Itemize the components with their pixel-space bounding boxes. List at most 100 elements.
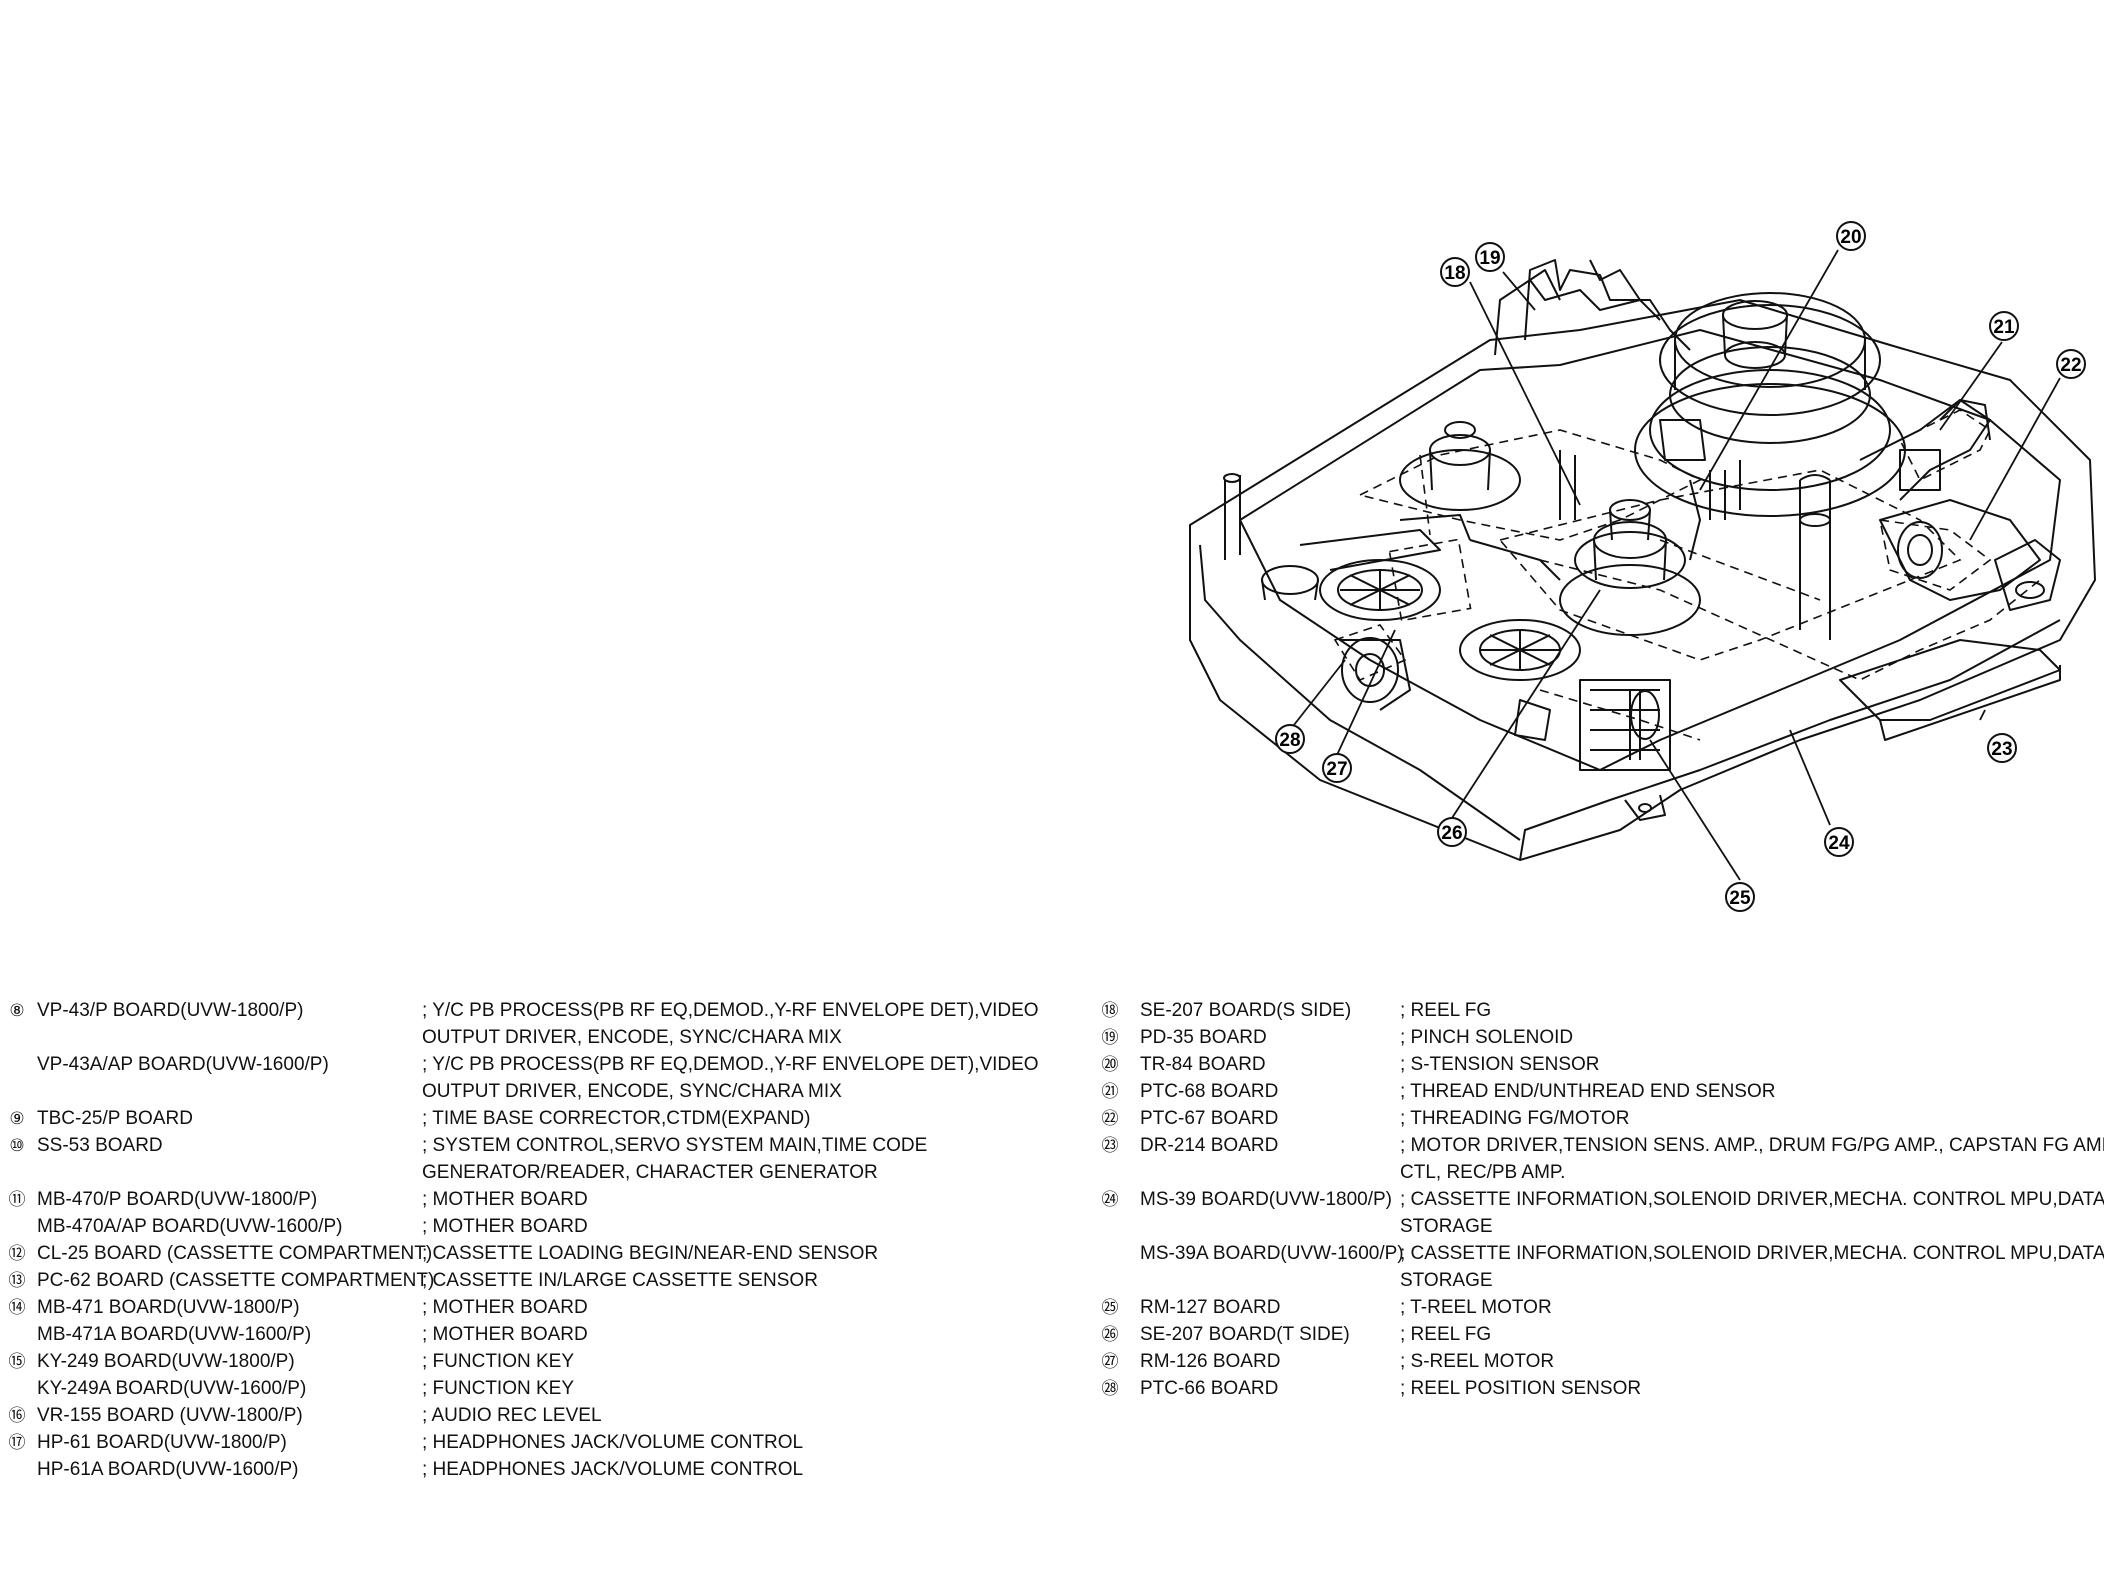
board-name: PC-62 BOARD (CASSETTE COMPARTMENT) (37, 1270, 435, 1291)
chassis-drawing (1189, 259, 2096, 861)
callout-20: 20 (1836, 221, 1866, 251)
legend-number: ⑰ (8, 1433, 26, 1452)
board-name: MB-471A BOARD(UVW-1600/P) (37, 1324, 312, 1345)
legend-number: ㉔ (1101, 1190, 1119, 1209)
board-name: VP-43A/AP BOARD(UVW-1600/P) (37, 1054, 329, 1075)
board-description: CTL, REC/PB AMP. (1400, 1162, 1566, 1183)
board-description: ; MOTOR DRIVER,TENSION SENS. AMP., DRUM … (1400, 1135, 2104, 1156)
svg-text:27: 27 (1326, 759, 1347, 780)
svg-text:23: 23 (1991, 739, 2012, 760)
board-description: ; S-TENSION SENSOR (1400, 1054, 1600, 1075)
legend-row: GENERATOR/READER, CHARACTER GENERATOR (0, 1159, 1060, 1186)
board-description: ; CASSETTE INFORMATION,SOLENOID DRIVER,M… (1400, 1189, 2104, 1210)
board-name: RM-127 BOARD (1140, 1297, 1281, 1318)
board-name: MS-39A BOARD(UVW-1600/P) (1140, 1243, 1404, 1264)
leader-lines (1289, 249, 2061, 881)
board-description: STORAGE (1400, 1216, 1493, 1237)
legend-number: ⑱ (1101, 1001, 1119, 1020)
callout-26: 26 (1437, 817, 1467, 847)
legend-number: ⑫ (8, 1244, 26, 1263)
legend-row: OUTPUT DRIVER, ENCODE, SYNC/CHARA MIX (0, 1078, 1060, 1105)
legend-row: ⑮ KY-249 BOARD(UVW-1800/P) ; FUNCTION KEY (0, 1348, 1060, 1375)
board-name: KY-249A BOARD(UVW-1600/P) (37, 1378, 307, 1399)
callout-21: 21 (1989, 311, 2019, 341)
legend-number: ⑭ (8, 1298, 26, 1317)
legend-number: ㉖ (1101, 1325, 1119, 1344)
board-description: ; HEADPHONES JACK/VOLUME CONTROL (422, 1459, 804, 1480)
legend-number: ⑪ (8, 1190, 26, 1209)
board-description: ; FUNCTION KEY (422, 1378, 575, 1399)
legend-row: ⑪ MB-470/P BOARD(UVW-1800/P) ; MOTHER BOAR… (0, 1186, 1060, 1213)
svg-text:26: 26 (1441, 823, 1462, 844)
board-name: MB-470/P BOARD(UVW-1800/P) (37, 1189, 318, 1210)
legend-row: ⑩ SS-53 BOARD ; SYSTEM CONTROL,SERVO SYSTE… (0, 1132, 1060, 1159)
callouts: 18 19 20 21 22 23 24 25 (1275, 221, 2086, 912)
board-name: MB-470A/AP BOARD(UVW-1600/P) (37, 1216, 343, 1237)
board-description: ; REEL POSITION SENSOR (1400, 1378, 1642, 1399)
board-description: ; Y/C PB PROCESS(PB RF EQ,DEMOD.,Y-RF EN… (422, 1054, 1039, 1075)
board-name: KY-249 BOARD(UVW-1800/P) (37, 1351, 295, 1372)
board-description: ; SYSTEM CONTROL,SERVO SYSTEM MAIN,TIME … (422, 1135, 928, 1156)
legend-number: ⑬ (8, 1271, 26, 1290)
svg-text:24: 24 (1828, 833, 1850, 854)
board-description: ; T-REEL MOTOR (1400, 1297, 1552, 1318)
legend-row: MB-470A/AP BOARD(UVW-1600/P); MOTHER BOA… (0, 1213, 1060, 1240)
board-description: ; THREADING FG/MOTOR (1400, 1108, 1630, 1129)
legend-row: STORAGE (1095, 1213, 2100, 1240)
mechanism-diagram: 18 19 20 21 22 23 24 25 (1189, 221, 2096, 912)
board-description: ; S-REEL MOTOR (1400, 1351, 1555, 1372)
board-description: ; TIME BASE CORRECTOR,CTDM(EXPAND) (422, 1108, 811, 1129)
board-description: ; HEADPHONES JACK/VOLUME CONTROL (422, 1432, 804, 1453)
legend-row: VP-43A/AP BOARD(UVW-1600/P) ; Y/C PB PROC… (0, 1051, 1060, 1078)
board-description: ; CASSETTE LOADING BEGIN/NEAR-END SENSOR (422, 1243, 879, 1264)
board-description: STORAGE (1400, 1270, 1493, 1291)
board-description: ; CASSETTE INFORMATION,SOLENOID DRIVER,M… (1400, 1243, 2104, 1264)
board-name: CL-25 BOARD (CASSETTE COMPARTMENT) (37, 1243, 433, 1264)
board-name: VR-155 BOARD (UVW-1800/P) (37, 1405, 303, 1426)
legend-row: STORAGE (1095, 1267, 2100, 1294)
legend-row: ⑨ TBC-25/P BOARD ; TIME BASE CORRECTOR,CTD… (0, 1105, 1060, 1132)
board-name: SS-53 BOARD (37, 1135, 163, 1156)
board-name: MS-39 BOARD(UVW-1800/P) (1140, 1189, 1392, 1210)
legend-row: KY-249A BOARD(UVW-1600/P) ; FUNCTION KEY (0, 1375, 1060, 1402)
legend-row: MB-471A BOARD(UVW-1600/P); MOTHER BOARD (0, 1321, 1060, 1348)
legend-row: CTL, REC/PB AMP. (1095, 1159, 2100, 1186)
legend-number: ⑮ (8, 1352, 26, 1371)
legend-number: ㉑ (1101, 1082, 1119, 1101)
legend-number: ㉗ (1101, 1352, 1119, 1371)
legend-row: MS-39A BOARD(UVW-1600/P); CASSETTE INFOR… (1095, 1240, 2104, 1267)
svg-text:22: 22 (2060, 355, 2081, 376)
callout-28: 28 (1275, 724, 1305, 754)
legend-row: ⑫ CL-25 BOARD (CASSETTE COMPARTMENT); CAS… (0, 1240, 1060, 1267)
board-name: DR-214 BOARD (1140, 1135, 1279, 1156)
legend-number: ㉕ (1101, 1298, 1119, 1317)
legend-number: ⑳ (1101, 1055, 1119, 1074)
board-name: TBC-25/P BOARD (37, 1108, 193, 1129)
legend-number: ㉓ (1101, 1136, 1119, 1155)
board-name: MB-471 BOARD(UVW-1800/P) (37, 1297, 300, 1318)
callout-19: 19 (1475, 242, 1505, 272)
board-description: ; FUNCTION KEY (422, 1351, 575, 1372)
board-description: ; MOTHER BOARD (422, 1189, 588, 1210)
board-name: PTC-66 BOARD (1140, 1378, 1279, 1399)
callout-18: 18 (1440, 257, 1470, 287)
svg-text:18: 18 (1444, 263, 1465, 284)
legend-number: ⑨ (9, 1109, 25, 1128)
board-name: RM-126 BOARD (1140, 1351, 1281, 1372)
board-outlines (1333, 409, 2041, 741)
svg-text:21: 21 (1993, 317, 2015, 338)
legend-row: ㉗ RM-126 BOARD ; S-REEL MOTOR (1095, 1348, 2100, 1375)
legend-number: ⑩ (9, 1136, 25, 1155)
board-description: ; CASSETTE IN/LARGE CASSETTE SENSOR (422, 1270, 818, 1291)
board-name: PTC-68 BOARD (1140, 1081, 1279, 1102)
callout-24: 24 (1824, 827, 1854, 857)
